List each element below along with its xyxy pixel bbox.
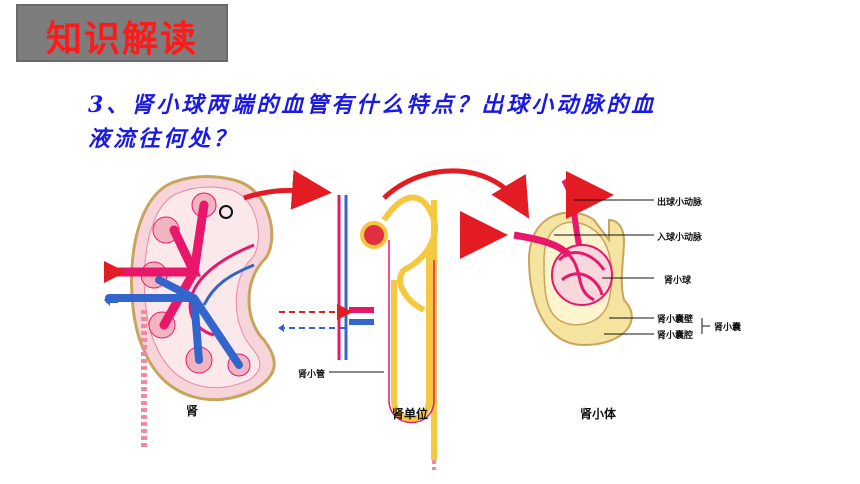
afferent-arteriole-label: 入球小动脉 (657, 233, 703, 243)
corpuscle-label: 肾小体 (580, 407, 617, 421)
glomerulus-label: 肾小球 (664, 276, 692, 286)
kidney-graphic (104, 175, 276, 450)
section-title: 知识解读 (45, 19, 198, 60)
capsule-label: 肾小囊 (714, 323, 742, 333)
nephron-label: 肾单位 (392, 407, 429, 421)
kidney-label: 肾 (186, 404, 199, 418)
nephron-graphic (278, 194, 438, 470)
section-title-badge: 知识解读 (16, 4, 228, 62)
tubule-label: 肾小管 (298, 370, 326, 380)
capsule-cavity-label: 肾小囊腔 (657, 331, 694, 341)
renal-corpuscle-graphic (460, 171, 710, 347)
question-line-2: 液流往何处？ (88, 126, 239, 152)
question-text: 3、肾小球两端的血管有什么特点？出球小动脉的血 液流往何处？ (88, 88, 768, 156)
efferent-arteriole-label: 出球小动脉 (657, 198, 703, 208)
kidney-diagram-graphic (104, 168, 710, 470)
kidney-diagram: 肾 肾小管 肾单位 肾小体 出球小动脉 入球小动脉 肾小球 肾小囊壁 肾小囊腔 … (104, 160, 764, 478)
capsule-wall-label: 肾小囊壁 (657, 315, 694, 325)
question-line-1: 3、肾小球两端的血管有什么特点？出球小动脉的血 (88, 92, 657, 118)
